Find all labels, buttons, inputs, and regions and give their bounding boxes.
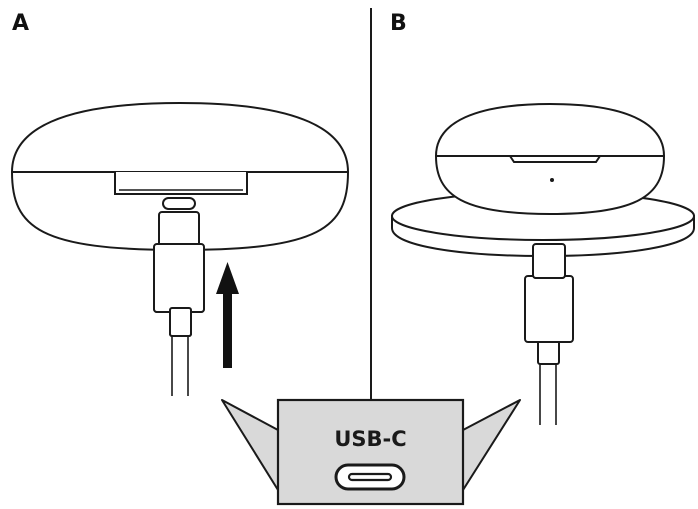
case-a-port-recess xyxy=(114,172,248,195)
charging-case-a-lid xyxy=(10,101,350,173)
led-indicator xyxy=(550,178,554,182)
usb-c-label: USB-C xyxy=(334,427,406,451)
panel-a: A xyxy=(10,11,350,396)
callout-right-wing xyxy=(462,399,521,491)
callout-left-wing xyxy=(221,399,279,491)
usb-c-port-callout: USB-C xyxy=(221,398,521,506)
panel-b-label: B xyxy=(390,11,407,36)
case-b-lid-notch xyxy=(508,155,602,163)
panel-b: B xyxy=(390,11,695,425)
charging-case-b-lid xyxy=(434,102,666,157)
charging-case-b-body xyxy=(434,155,666,216)
arrow-up-icon xyxy=(216,262,239,368)
usb-c-port-icon xyxy=(334,463,406,491)
usb-c-connector-tip xyxy=(162,197,196,210)
panel-a-label: A xyxy=(12,11,29,36)
